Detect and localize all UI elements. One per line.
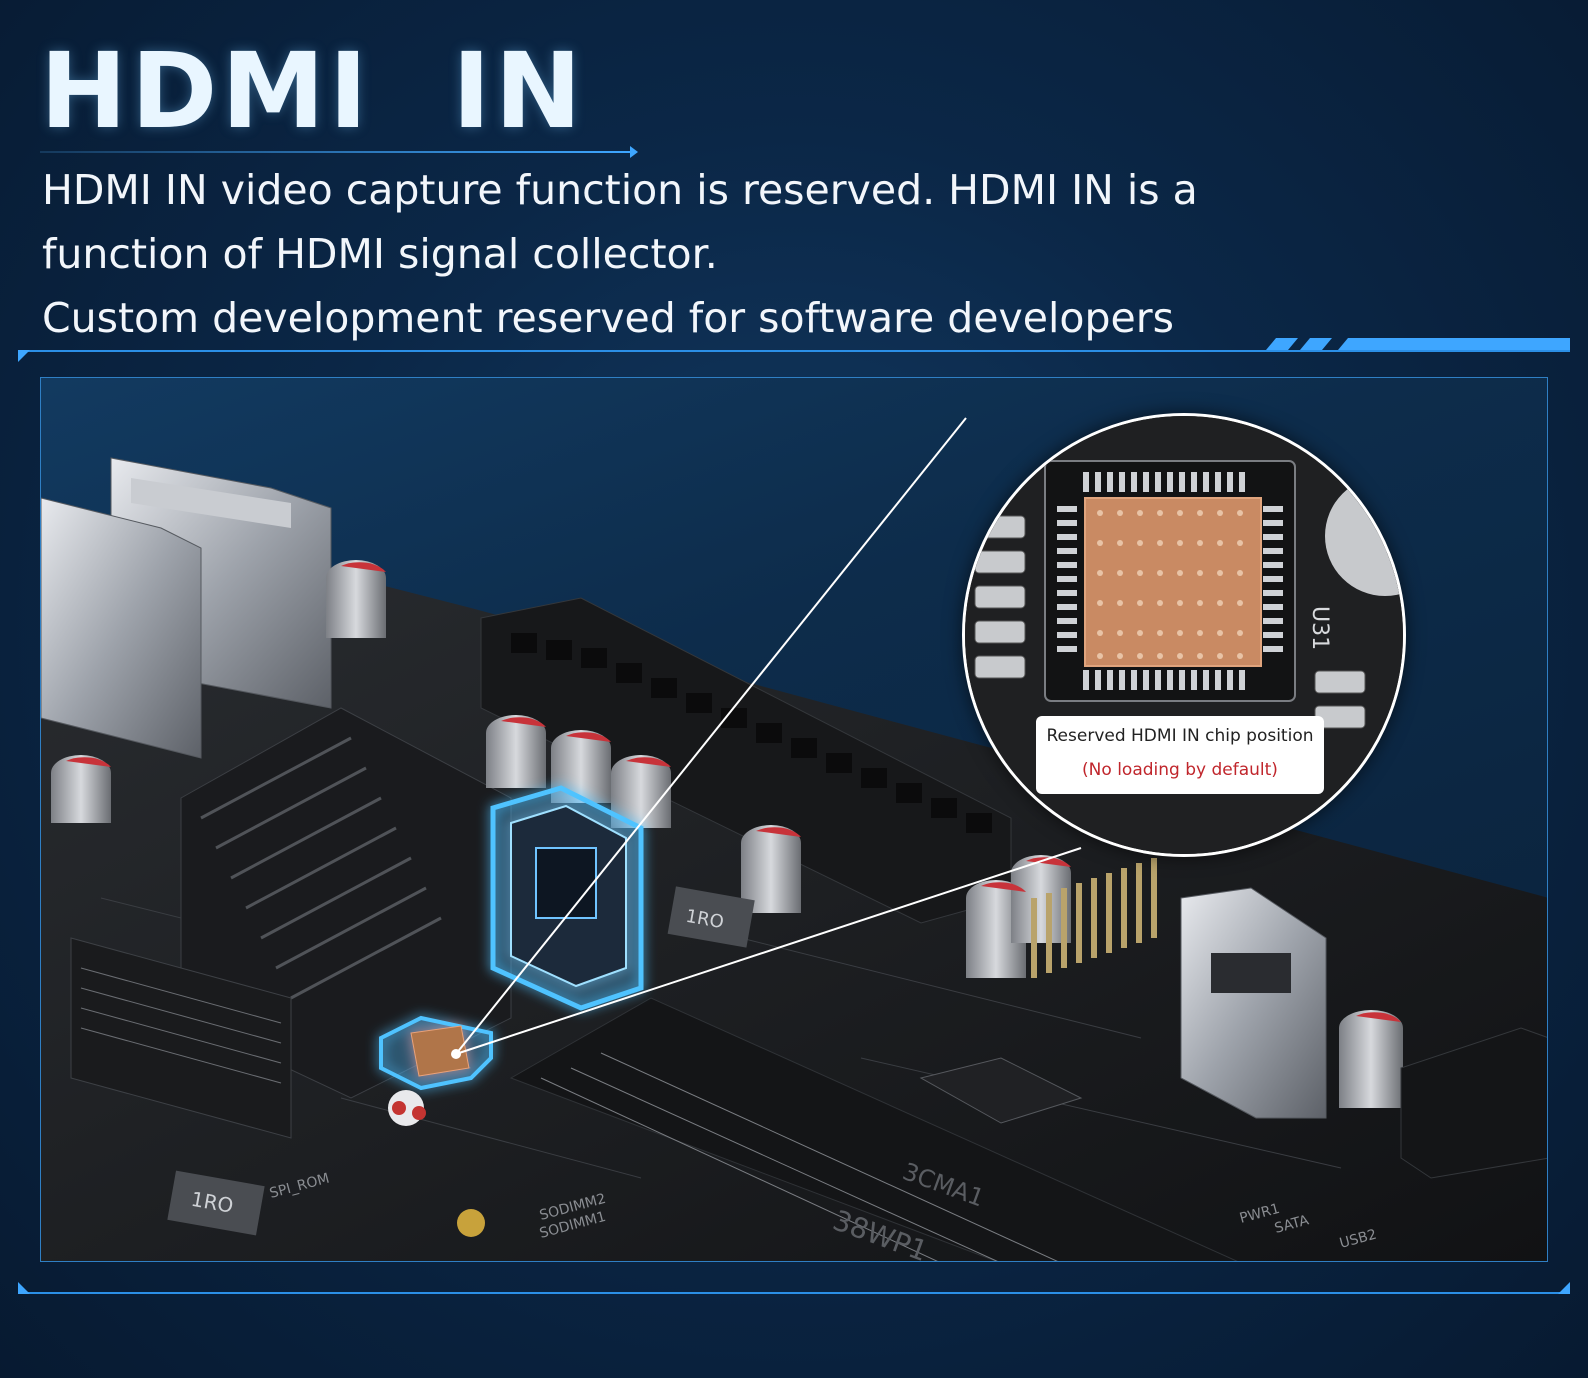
corner-accent-icon [1558,1282,1570,1294]
corner-accent-icon [18,1282,30,1294]
corner-accent-icon [18,350,30,362]
callout-line-1: Reserved HDMI IN chip position [1046,726,1314,746]
title-arrow-icon [630,146,638,158]
callout-label: Reserved HDMI IN chip position (No loadi… [1036,716,1324,794]
frame-bottom-border [18,1292,1570,1294]
description-line-3: Custom development reserved for software… [42,294,1174,342]
callout-line-2: (No loading by default) [1082,760,1278,780]
title-underline [40,151,630,153]
chip-label: U31 [1307,606,1332,650]
description-line-1: HDMI IN video capture function is reserv… [42,166,1198,214]
page-title: HDMI IN [40,30,586,152]
image-frame [18,338,1570,1294]
description-line-2: function of HDMI signal collector. [42,230,718,278]
frame-top-border [18,350,1570,352]
description: HDMI IN video capture function is reserv… [42,158,1242,350]
frame-stripes-icon [1266,338,1570,350]
motherboard-illustration: 3CMA1 38WP1 SPI_ROM SODIMM1 SODIMM2 USB2… [41,417,1547,1261]
